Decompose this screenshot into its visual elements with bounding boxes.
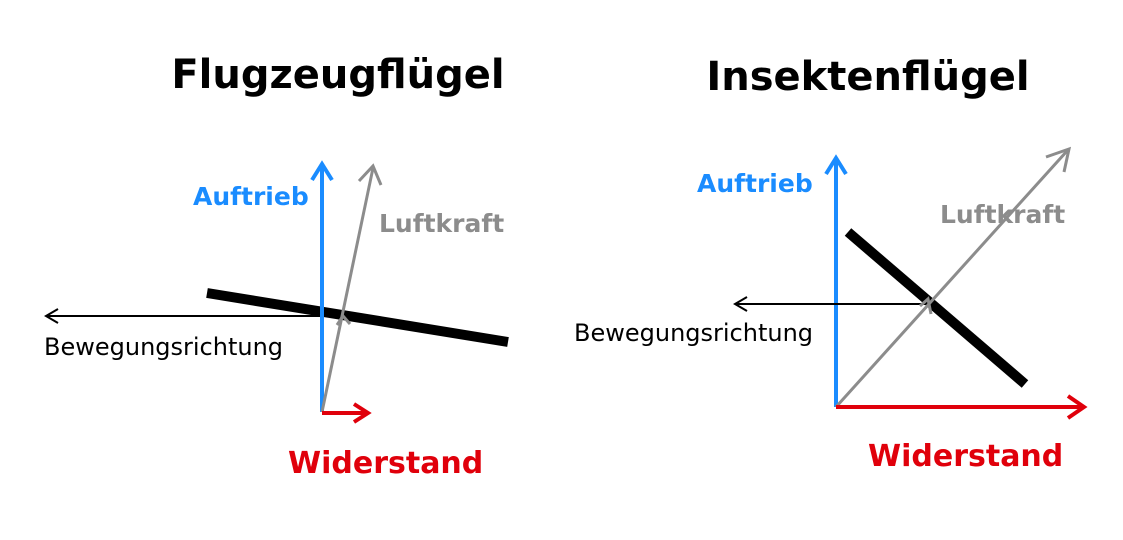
airplane-resultant-arrow (320, 163, 383, 413)
airplane-wing (206, 288, 509, 347)
insect-drag-label: Widerstand (868, 439, 1063, 474)
insect-resultant-arrow (834, 146, 1072, 409)
airplane-drag-arrow (322, 402, 372, 424)
airplane-direction-arrow (44, 308, 322, 324)
airplane-title: Flugzeugflügel (171, 52, 504, 98)
insect-wing (844, 228, 1029, 388)
airplane-direction-label: Bewegungsrichtung (44, 333, 283, 361)
insect-lift-arrow (824, 154, 848, 407)
insect-resultant-label: Luftkraft (940, 200, 1065, 229)
insect-direction-label: Bewegungsrichtung (574, 319, 813, 347)
airplane-panel: Flugzeugflügel Bewegungsrichtung Auftrie… (44, 52, 509, 481)
airplane-resultant-label: Luftkraft (379, 209, 504, 238)
airplane-lift-arrow (310, 160, 334, 412)
airplane-drag-label: Widerstand (288, 446, 483, 481)
insect-drag-arrow (836, 394, 1088, 420)
airplane-lift-label: Auftrieb (193, 182, 309, 211)
insect-title: Insektenflügel (706, 54, 1029, 100)
insect-direction-arrow (733, 296, 930, 312)
insect-panel: Insektenflügel Auftrieb Bewegungsrichtun… (574, 54, 1088, 474)
insect-lift-label: Auftrieb (697, 169, 813, 198)
